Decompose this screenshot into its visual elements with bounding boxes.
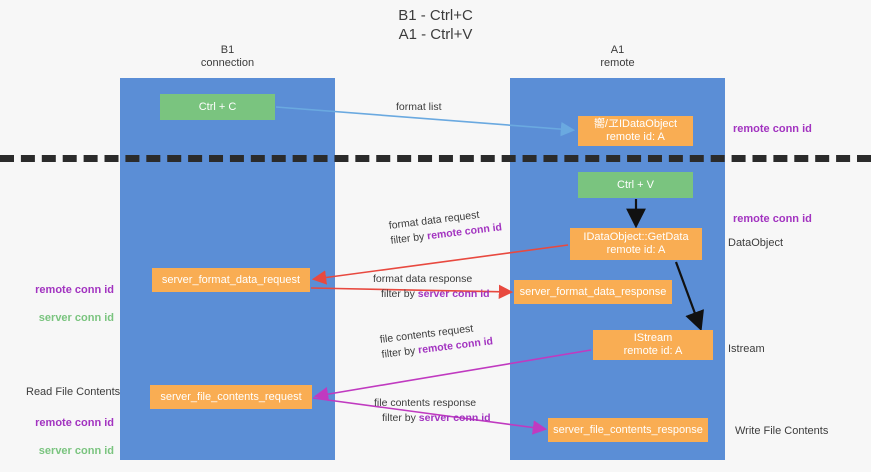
- edge-label-fcresp-line1: file contents response: [374, 397, 477, 409]
- edge-label-format-data-response: format data response filter by server co…: [373, 272, 490, 302]
- annotation-remote-conn-id-left-top: remote conn id: [35, 284, 114, 296]
- edge-label-fdresp-filter: server conn id: [417, 288, 490, 300]
- divider-dashed: [0, 155, 871, 162]
- annotation-remote-conn-id-top: remote conn id: [733, 123, 812, 135]
- node-server-format-data-response[interactable]: server_format_data_response: [514, 280, 672, 304]
- annotation-read-file-contents: Read File Contents: [26, 386, 121, 398]
- annotation-remote-conn-id-left-bottom: remote conn id: [35, 417, 114, 429]
- annotation-left-conn-ids-top: remote conn id server conn id: [18, 269, 114, 339]
- annotation-dataobject: DataObject: [728, 237, 784, 249]
- annotation-server-conn-id-left-top: server conn id: [38, 312, 114, 324]
- annotation-left-conn-ids-bottom: remote conn id server conn id: [18, 402, 114, 472]
- edge-label-fdresp-line1: format data response: [373, 273, 473, 285]
- node-ctrl-c[interactable]: Ctrl + C: [160, 94, 275, 120]
- column-header-a1: A1 remote: [600, 44, 635, 69]
- edge-label-fcresp-line2: filter by: [382, 412, 419, 424]
- edge-label-file-contents-request: file contents request filter by remote c…: [379, 319, 494, 362]
- node-server-file-contents-request[interactable]: server_file_contents_request: [150, 385, 312, 409]
- annotation-write-file-contents: Write File Contents: [735, 425, 829, 437]
- node-idataobject-getdata[interactable]: IDataObject::GetData remote id: A: [570, 228, 702, 260]
- node-ctrl-v[interactable]: Ctrl + V: [578, 172, 693, 198]
- annotation-server-conn-id-left-bottom: server conn id: [38, 445, 114, 457]
- annotation-istream: Istream: [728, 343, 765, 355]
- node-istream-remote[interactable]: IStream remote id: A: [593, 330, 713, 360]
- edge-label-format-list: format list: [396, 100, 442, 115]
- edge-label-fcreq-line2: filter by: [380, 344, 419, 361]
- edge-label-fdresp-line2: filter by: [381, 288, 418, 300]
- annotation-remote-conn-id-mid: remote conn id: [733, 213, 812, 225]
- page-title: B1 - Ctrl+C A1 - Ctrl+V: [398, 7, 473, 43]
- edge-label-fdreq-line2: filter by: [389, 230, 428, 247]
- node-server-file-contents-response[interactable]: server_file_contents_response: [548, 418, 708, 442]
- edge-label-format-data-request: format data request filter by remote con…: [388, 205, 503, 248]
- edge-label-format-list-line1: format list: [396, 101, 442, 113]
- node-server-format-data-request[interactable]: server_format_data_request: [152, 268, 310, 292]
- edge-label-file-contents-response: file contents response filter by server …: [374, 396, 491, 426]
- node-idataobject-remote[interactable]: 嚮/ヱIDataObject remote id: A: [578, 116, 693, 146]
- edge-label-fcresp-filter: server conn id: [418, 412, 491, 424]
- column-header-b1: B1 connection: [200, 44, 255, 69]
